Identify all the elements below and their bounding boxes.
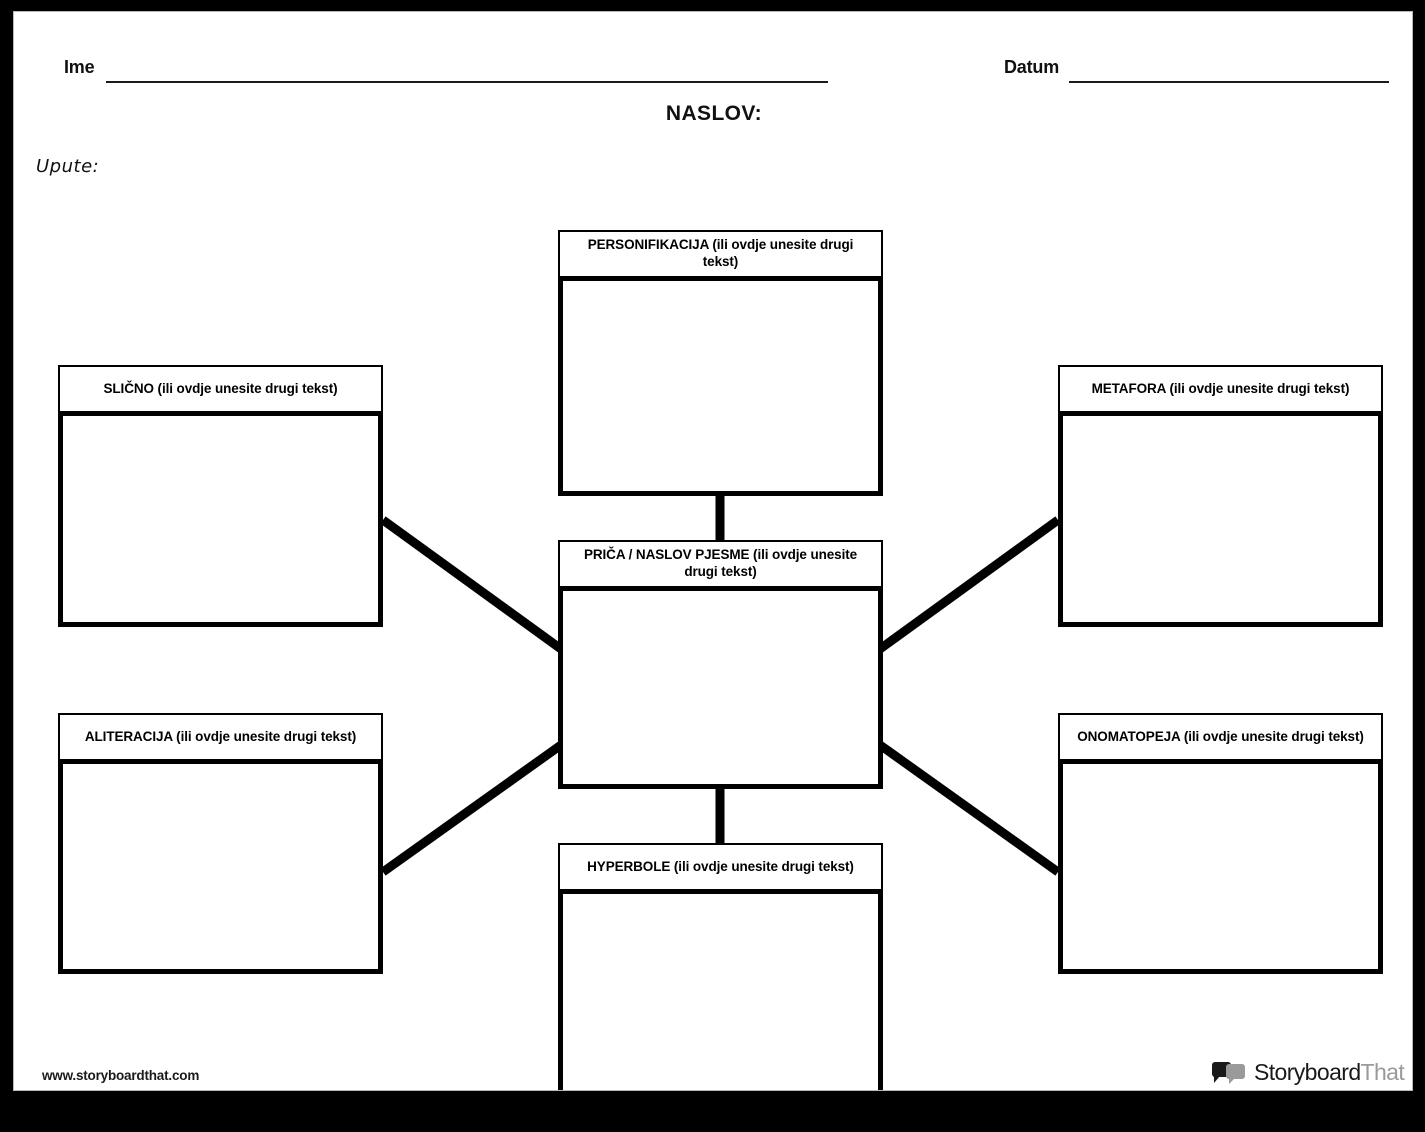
instructions-label: Upute: xyxy=(36,156,100,177)
date-field-label: Datum xyxy=(1004,57,1060,77)
node-center-body[interactable] xyxy=(558,586,883,789)
node-aliteracija-label[interactable]: ALITERACIJA (ili ovdje unesite drugi tek… xyxy=(58,713,383,761)
page-title: NASLOV: xyxy=(665,102,763,125)
node-metafora-body[interactable] xyxy=(1058,411,1383,627)
node-slicno-body[interactable] xyxy=(58,411,383,627)
name-write-in-line[interactable] xyxy=(106,81,828,83)
date-write-in-line[interactable] xyxy=(1069,81,1389,83)
speech-bubbles-icon xyxy=(1212,1059,1246,1085)
node-onomatopeja-body[interactable] xyxy=(1058,759,1383,974)
node-personifikacija-body[interactable] xyxy=(558,276,883,496)
logo-wordmark: StoryboardThat xyxy=(1254,1058,1405,1086)
storyboardthat-logo[interactable]: StoryboardThat xyxy=(1212,1055,1405,1089)
node-center-label[interactable]: PRIČA / NASLOV PJESME (ili ovdje unesite… xyxy=(558,540,883,588)
site-url[interactable]: www.storyboardthat.com xyxy=(42,1068,200,1083)
logo-word-that: That xyxy=(1360,1058,1405,1085)
logo-word-storyboard: Storyboard xyxy=(1254,1058,1361,1085)
name-field-label: Ime xyxy=(64,57,95,77)
worksheet-page: Ime Datum NASLOV: Upute: PERSONIFIKACIJA… xyxy=(13,11,1413,1091)
node-hyperbole-label[interactable]: HYPERBOLE (ili ovdje unesite drugi tekst… xyxy=(558,843,883,891)
node-metafora-label[interactable]: METAFORA (ili ovdje unesite drugi tekst) xyxy=(1058,365,1383,413)
node-personifikacija-label[interactable]: PERSONIFIKACIJA (ili ovdje unesite drugi… xyxy=(558,230,883,278)
node-aliteracija-body[interactable] xyxy=(58,759,383,974)
node-slicno-label[interactable]: SLIČNO (ili ovdje unesite drugi tekst) xyxy=(58,365,383,413)
node-onomatopeja-label[interactable]: ONOMATOPEJA (ili ovdje unesite drugi tek… xyxy=(1058,713,1383,761)
node-hyperbole-body[interactable] xyxy=(558,889,883,1090)
